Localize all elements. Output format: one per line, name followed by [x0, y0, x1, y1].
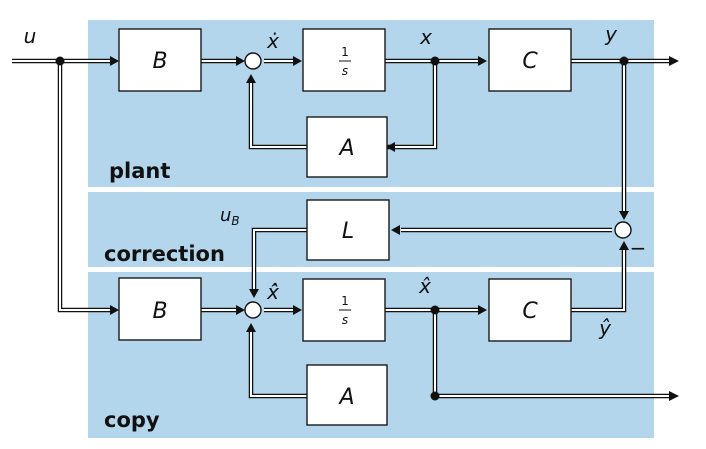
arrow-into-plant-integrator	[293, 56, 302, 66]
arrow-into-l	[391, 225, 400, 235]
arrow-yhat-up	[619, 241, 629, 250]
copy-b-block: B	[118, 277, 202, 341]
plant-a-label: A	[337, 136, 354, 161]
signal-y-label: y	[604, 22, 618, 46]
arrow-into-plant-a	[386, 142, 395, 152]
signal-x-hat-dot-label: x̂̇	[266, 280, 279, 304]
arrow-into-correction-sum	[619, 211, 629, 220]
l-label: L	[342, 219, 354, 244]
copy-integrator-denominator: s	[342, 313, 348, 327]
plant-c-label: C	[522, 49, 538, 74]
copy-integrator-block: 1 s	[302, 278, 386, 342]
plant-integrator-block: 1 s	[302, 28, 386, 92]
branch-point-x	[430, 56, 440, 66]
signal-x-dot-label: ẋ	[266, 29, 279, 53]
plant-a-block: A	[306, 116, 388, 178]
copy-sum-junction	[244, 301, 262, 319]
l-block: L	[306, 199, 390, 261]
arrowheads	[110, 56, 679, 401]
signal-ub-subscript: B	[231, 214, 239, 228]
arrow-into-plant-sum	[236, 56, 245, 66]
plant-b-block: B	[118, 28, 202, 92]
signal-x-label: x	[419, 25, 432, 49]
plant-sum-junction	[244, 52, 262, 70]
arrow-into-plant-c	[478, 56, 487, 66]
plant-integrator-denominator: s	[342, 64, 348, 78]
copy-c-block: C	[488, 278, 572, 342]
arrow-copy-feedback-up	[246, 323, 256, 332]
arrow-plant-feedback-up	[246, 74, 256, 83]
copy-region-label: copy	[104, 408, 160, 432]
arrow-ub-down	[249, 289, 259, 298]
branch-point-xhat	[430, 305, 440, 315]
correction-sum-junction	[614, 221, 632, 239]
plant-b-label: B	[152, 49, 167, 74]
plant-c-block: C	[488, 28, 572, 92]
signal-x-hat-label: x̂	[418, 274, 431, 298]
branch-point-xhat-output	[430, 391, 440, 401]
arrow-into-copy-integrator	[293, 305, 302, 315]
plant-region-label: plant	[109, 159, 170, 183]
arrow-into-copy-c	[478, 305, 487, 315]
arrow-y-output	[669, 56, 679, 66]
copy-b-label: B	[152, 299, 167, 324]
arrow-into-copy-b	[110, 305, 119, 315]
arrow-xhat-output	[669, 391, 679, 401]
copy-a-label: A	[337, 385, 354, 410]
signal-ub-label: uB	[220, 205, 240, 228]
branch-point-u	[55, 56, 65, 66]
arrow-into-copy-sum	[236, 305, 245, 315]
minus-sign: −	[630, 236, 647, 260]
plant-integrator-numerator: 1	[341, 45, 349, 59]
branch-point-y	[619, 56, 629, 66]
copy-integrator-numerator: 1	[341, 294, 349, 308]
signal-u-label: u	[24, 24, 37, 48]
copy-a-block: A	[306, 364, 388, 426]
arrow-into-plant-b	[110, 56, 119, 66]
copy-c-label: C	[522, 299, 538, 324]
signal-y-hat-label: ŷ	[598, 316, 612, 340]
correction-region-label: correction	[104, 242, 225, 266]
signal-ub-main: u	[220, 205, 231, 226]
